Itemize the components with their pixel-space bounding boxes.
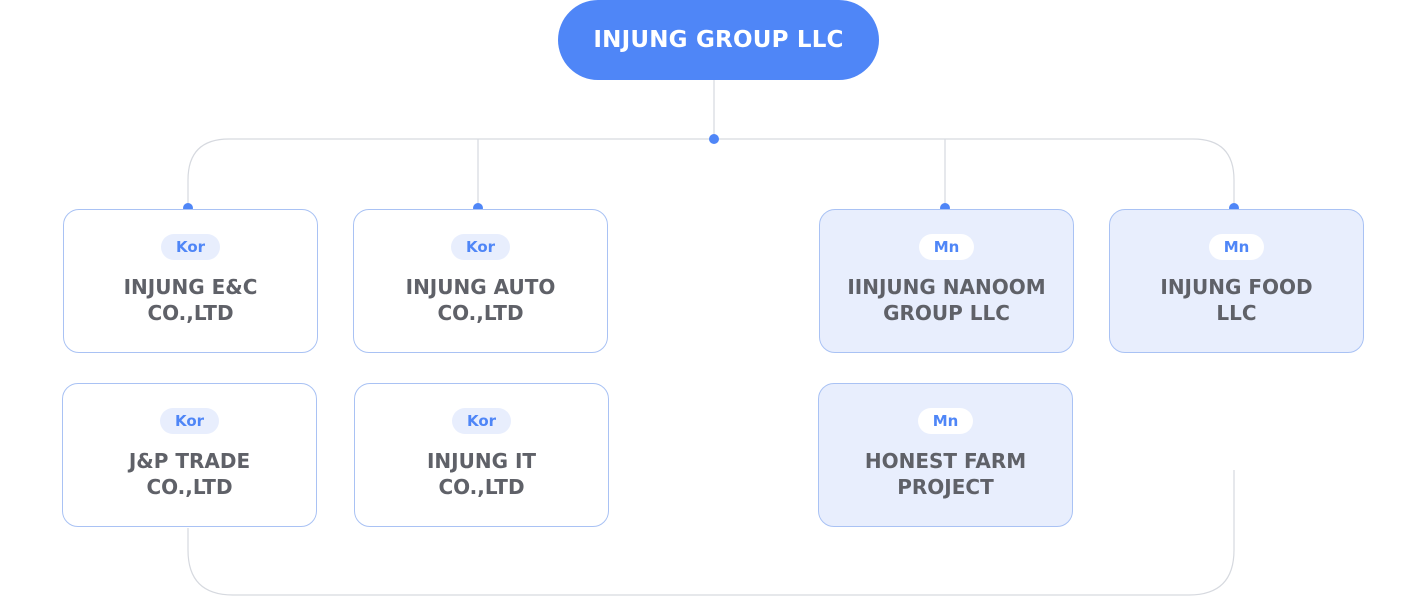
company-name-line1: INJUNG AUTO — [405, 275, 556, 299]
country-badge: Kor — [159, 408, 220, 434]
company-name-line1: INJUNG IT — [426, 449, 537, 473]
company-name-line2: LLC — [1216, 301, 1257, 325]
company-card-injung-food: Mn INJUNG FOOD LLC — [1109, 209, 1364, 353]
company-card-injung-ec: Kor INJUNG E&C CO.,LTD — [63, 209, 318, 353]
company-name: INJUNG IT CO.,LTD — [362, 448, 602, 500]
company-name-line1: HONEST FARM — [864, 449, 1027, 473]
branch-connector — [187, 138, 1235, 208]
company-name-line1: J&P TRADE — [128, 449, 251, 473]
company-name: J&P TRADE CO.,LTD — [70, 448, 310, 500]
company-name: HONEST FARM PROJECT — [826, 448, 1066, 500]
company-card-jp-trade: Kor J&P TRADE CO.,LTD — [62, 383, 317, 527]
company-name-line2: PROJECT — [897, 475, 994, 499]
root-node: INJUNG GROUP LLC — [558, 0, 879, 80]
company-name-line2: GROUP LLC — [883, 301, 1010, 325]
company-name: IINJUNG NANOOM GROUP LLC — [827, 274, 1067, 326]
company-name-line2: CO.,LTD — [438, 475, 525, 499]
company-name-line2: CO.,LTD — [147, 301, 234, 325]
company-card-injung-nanoom: Mn IINJUNG NANOOM GROUP LLC — [819, 209, 1074, 353]
company-name-line1: INJUNG E&C — [123, 275, 258, 299]
company-name: INJUNG AUTO CO.,LTD — [361, 274, 601, 326]
company-name: INJUNG FOOD LLC — [1117, 274, 1357, 326]
bottom-loop-connector — [187, 470, 1235, 596]
company-card-honest-farm: Mn HONEST FARM PROJECT — [818, 383, 1073, 527]
company-name-line1: INJUNG FOOD — [1160, 275, 1313, 299]
company-name-line1: IINJUNG NANOOM — [847, 275, 1046, 299]
country-badge: Mn — [917, 408, 974, 434]
country-badge: Mn — [918, 234, 975, 260]
company-card-injung-auto: Kor INJUNG AUTO CO.,LTD — [353, 209, 608, 353]
country-badge: Kor — [451, 408, 512, 434]
company-name-line2: CO.,LTD — [146, 475, 233, 499]
country-badge: Kor — [450, 234, 511, 260]
country-badge: Kor — [160, 234, 221, 260]
company-name-line2: CO.,LTD — [437, 301, 524, 325]
country-badge: Mn — [1208, 234, 1265, 260]
company-card-injung-it: Kor INJUNG IT CO.,LTD — [354, 383, 609, 527]
connector-dot-root — [709, 134, 719, 144]
root-node-label: INJUNG GROUP LLC — [593, 27, 844, 53]
company-name: INJUNG E&C CO.,LTD — [71, 274, 311, 326]
